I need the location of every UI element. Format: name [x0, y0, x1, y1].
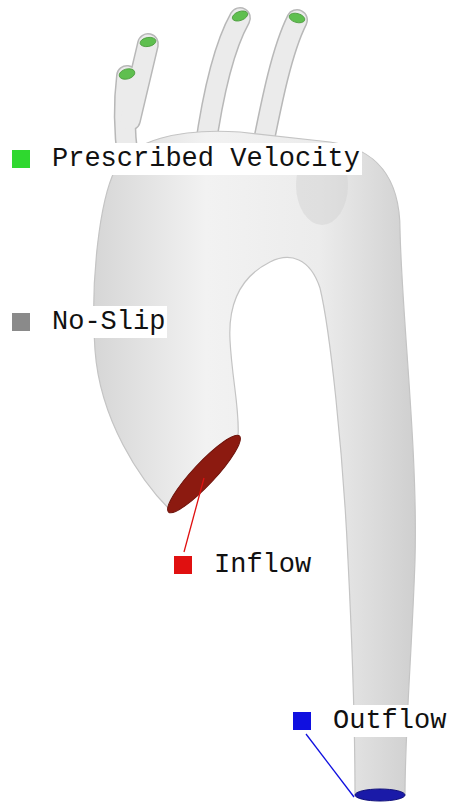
legend-entry: Outflow [293, 705, 448, 737]
legend-entry: Inflow [174, 549, 313, 581]
legend-swatch [174, 556, 192, 574]
legend-label: Outflow [331, 705, 448, 737]
legend-label: Prescribed Velocity [50, 143, 362, 175]
outflow-face [355, 789, 405, 801]
inflow-leader [184, 478, 204, 552]
inflow-face [160, 428, 247, 519]
outlet-caps [118, 9, 306, 81]
legend-swatch [12, 150, 30, 168]
legend-label: No-Slip [50, 306, 167, 338]
legend-swatch [12, 313, 30, 331]
legend-swatch [293, 712, 311, 730]
legend-entry: Prescribed Velocity [12, 143, 362, 175]
aorta-body [94, 131, 416, 795]
legend-label: Inflow [212, 549, 313, 581]
legend-entry: No-Slip [12, 306, 167, 338]
outflow-leader [306, 734, 354, 797]
